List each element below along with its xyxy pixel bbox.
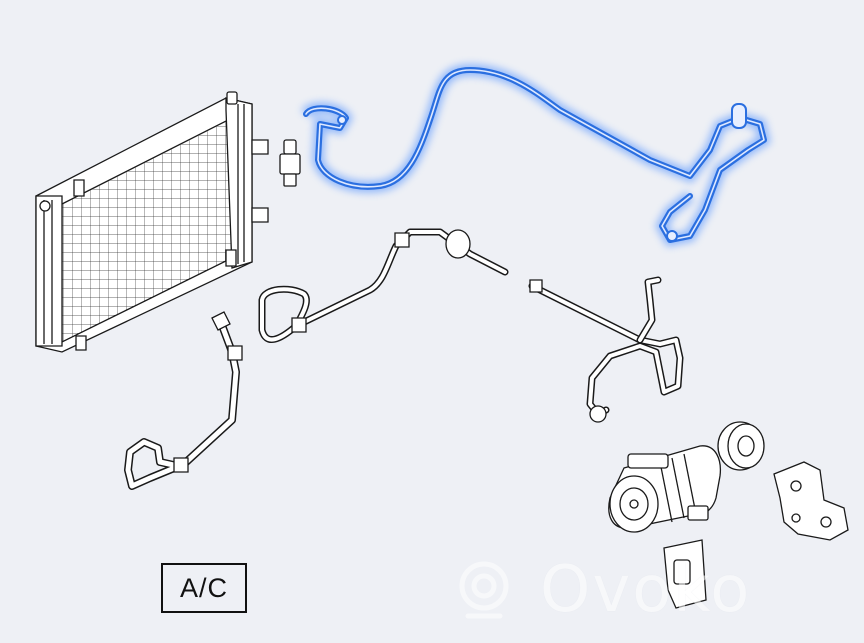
watermark-logo-icon xyxy=(459,561,509,619)
compressor xyxy=(609,446,721,532)
compressor-bracket xyxy=(774,462,848,540)
watermark-text: Ovoko xyxy=(540,553,752,627)
highlighted-refrigerant-line xyxy=(300,63,771,247)
compressor-pulley xyxy=(718,422,764,470)
watermark: Ovoko xyxy=(452,550,751,630)
condenser xyxy=(36,92,268,352)
system-label: A/C xyxy=(179,572,228,603)
pressure-switch xyxy=(280,140,300,186)
discharge-pipe-assembly xyxy=(530,280,680,422)
suction-hose xyxy=(128,312,242,486)
hose-clamp xyxy=(664,540,706,608)
liquid-line xyxy=(262,230,505,340)
system-label-box: A/C xyxy=(161,563,247,613)
